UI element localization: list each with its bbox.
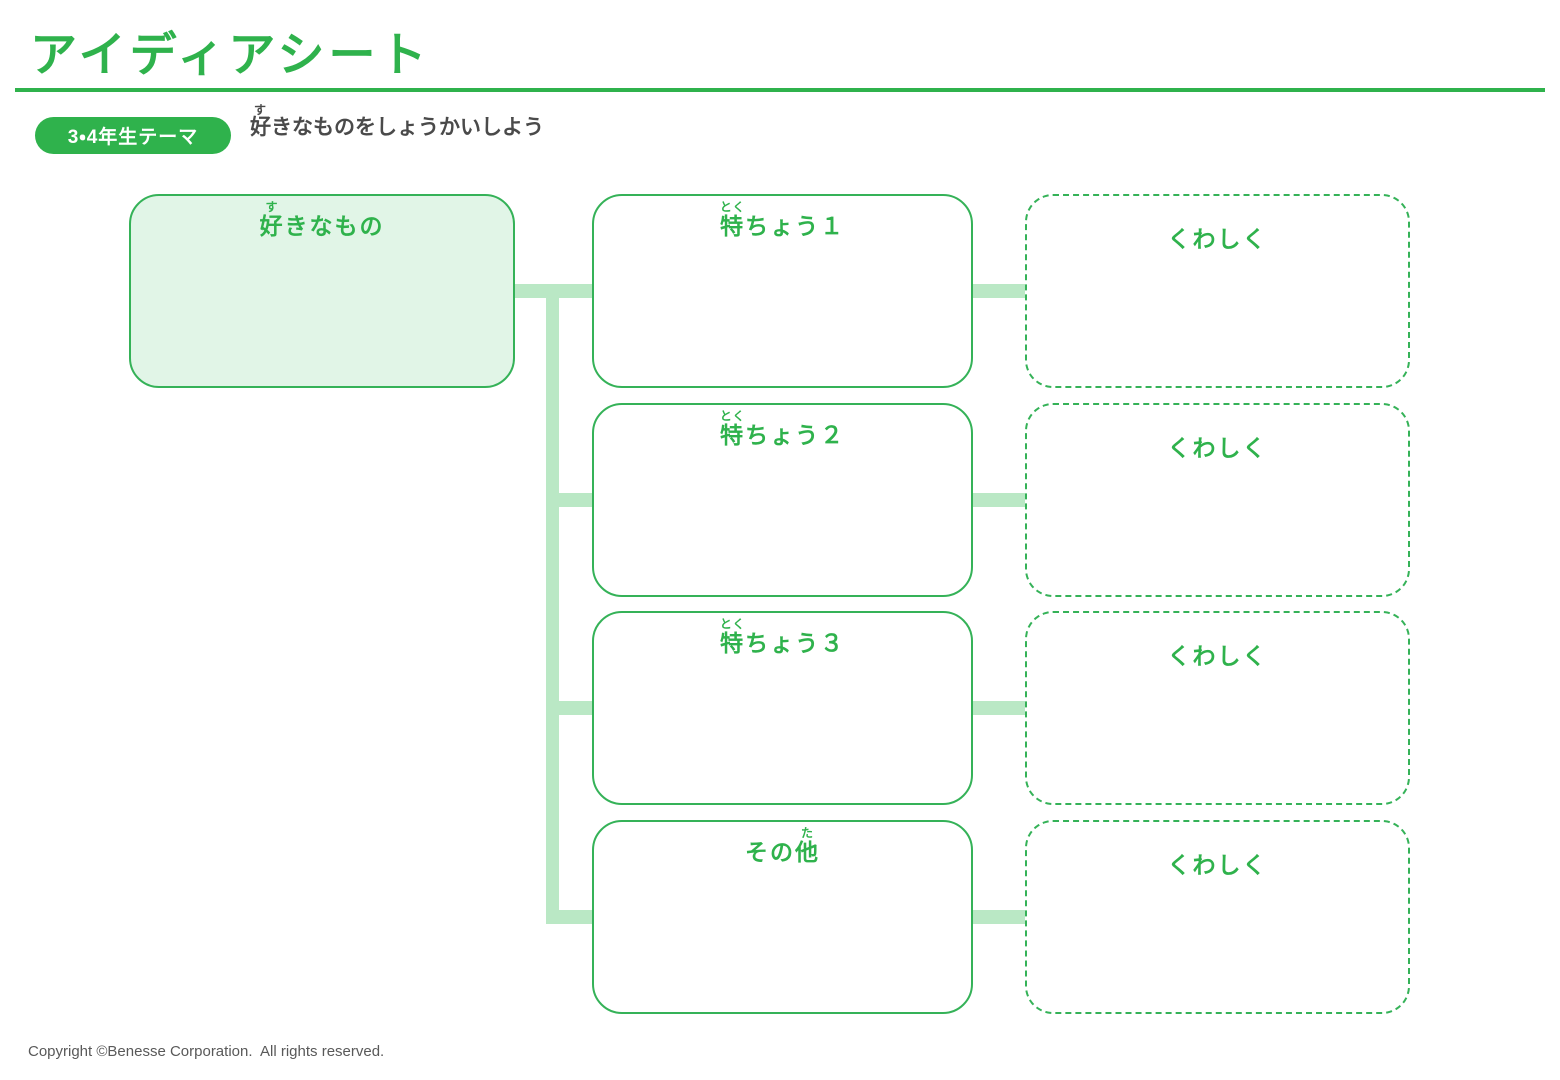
connector-feature2-to-detail2 — [973, 493, 1025, 507]
feature-box-3-label: 特とくちょう３ — [594, 617, 971, 658]
feature3-label-post: ちょう３ — [745, 630, 846, 656]
page-title: アイディアシート — [30, 28, 431, 81]
detail-box-1-label: くわしく — [1167, 226, 1268, 252]
connector-feature3-to-detail3 — [973, 701, 1025, 715]
other-label-base: 他 — [795, 839, 820, 865]
connector-trunk-to-other — [546, 910, 592, 924]
feature3-label-base: 特 — [719, 630, 746, 656]
root-label-base: 好 — [259, 213, 285, 239]
other-furigana: た — [795, 826, 820, 840]
feature2-label-post: ちょう２ — [745, 422, 846, 448]
other-label-pre: その — [745, 839, 795, 865]
feature1-label-base: 特 — [719, 213, 746, 239]
feature-box-1: 特とくちょう１ — [592, 194, 973, 388]
root-box-label: 好すきなもの — [131, 200, 513, 241]
theme-text-rest: きなものをしょうかいしよう — [271, 116, 544, 139]
detail-box-3: くわしく — [1025, 611, 1410, 805]
detail-box-4: くわしく — [1025, 820, 1410, 1014]
feature3-furigana: とく — [719, 617, 746, 631]
root-label-post: きなもの — [284, 213, 385, 239]
feature-box-2-label: 特とくちょう２ — [594, 409, 971, 450]
connector-other-to-detail4 — [973, 910, 1025, 924]
feature-box-3: 特とくちょう３ — [592, 611, 973, 805]
feature-box-1-label: 特とくちょう１ — [594, 200, 971, 241]
other-box-label: その他た — [594, 826, 971, 867]
connector-trunk-to-feature2 — [546, 493, 592, 507]
title-underline — [15, 88, 1545, 92]
theme-ruby-base: 好 — [250, 116, 271, 139]
detail-box-4-label: くわしく — [1167, 852, 1268, 878]
connector-trunk — [546, 284, 559, 923]
theme-text: 好すきなものをしょうかいしよう — [250, 103, 544, 141]
feature2-furigana: とく — [719, 409, 746, 423]
detail-box-3-label: くわしく — [1167, 643, 1268, 669]
copyright-text: Copyright ©Benesse Corporation. All righ… — [28, 1043, 385, 1060]
feature1-furigana: とく — [719, 200, 746, 214]
feature1-label-post: ちょう１ — [745, 213, 846, 239]
feature2-label-base: 特 — [719, 422, 746, 448]
connector-trunk-to-feature3 — [546, 701, 592, 715]
grade-theme-badge: 3・4年生テーマ — [35, 117, 231, 154]
detail-box-2-label: くわしく — [1167, 435, 1268, 461]
root-furigana: す — [259, 200, 285, 214]
other-box: その他た — [592, 820, 973, 1014]
theme-furigana: す — [250, 103, 271, 117]
root-box-favorite-thing: 好すきなもの — [129, 194, 515, 388]
connector-feature1-to-detail1 — [973, 284, 1025, 298]
feature-box-2: 特とくちょう２ — [592, 403, 973, 597]
detail-box-2: くわしく — [1025, 403, 1410, 597]
detail-box-1: くわしく — [1025, 194, 1410, 388]
connector-root-to-feature1 — [514, 284, 592, 298]
